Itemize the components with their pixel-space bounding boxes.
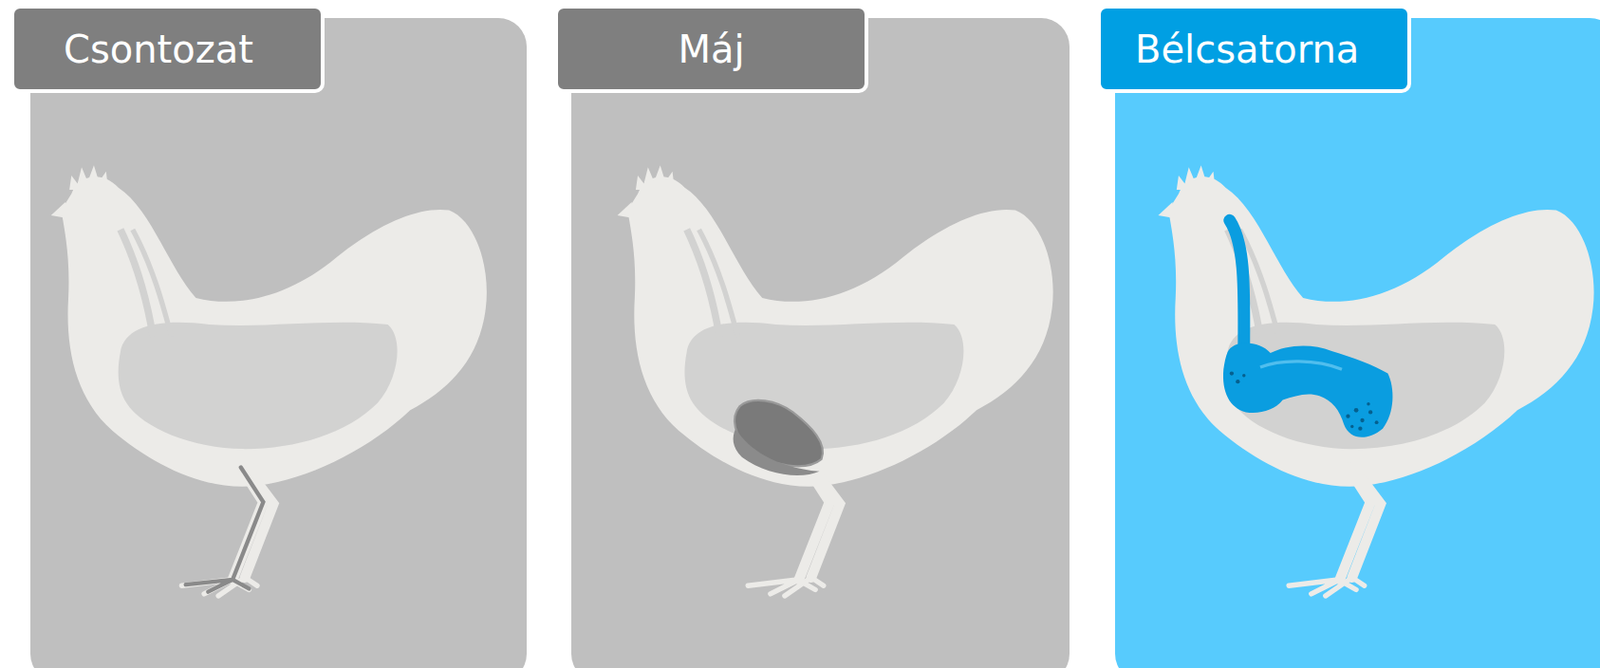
panel-heading: Csontozat [63, 28, 254, 71]
panel-heading: Bélcsatorna [1134, 28, 1359, 71]
panel-tab: Bélcsatorna [1097, 4, 1412, 94]
organ-panel: Bélcsatorna [1115, 18, 1600, 668]
panel-tab: Csontozat [10, 4, 325, 94]
panel-heading: Máj [677, 28, 745, 71]
panel-tab: Máj [554, 4, 869, 94]
organ-panel: Máj [571, 18, 1070, 668]
organ-panel: Csontozat [30, 18, 527, 668]
